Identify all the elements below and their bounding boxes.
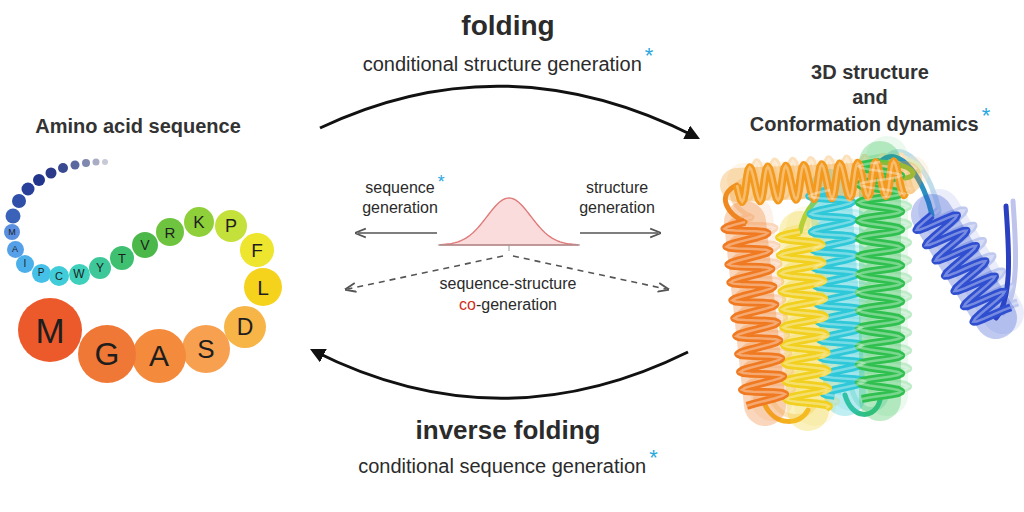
residue-bead: G: [78, 325, 136, 383]
text-label: structure generation: [579, 179, 655, 216]
residue-letter: F: [251, 241, 263, 260]
helix-highlight: [737, 161, 905, 201]
label-group: folding: [461, 8, 554, 43]
text-label: Amino acid sequence: [35, 115, 241, 137]
residue-bead: Y: [89, 257, 111, 279]
label-group: sequence generation: [354, 178, 446, 218]
residue-bead: P: [215, 210, 247, 242]
chain-bead: [102, 159, 108, 165]
folding-arrow: [320, 86, 696, 137]
chain-bead: [46, 168, 57, 179]
alpha-helix: [737, 161, 905, 201]
chain-bead: [12, 194, 26, 208]
label-group: 3D structure: [811, 60, 929, 85]
label-group: inverse folding: [416, 414, 601, 447]
label-group: sequence-structure: [437, 274, 580, 294]
chain-bead: [71, 161, 80, 170]
chain-tail: [6, 159, 109, 224]
text-label: conditional structure generation: [363, 53, 642, 75]
residue-bead: D: [224, 306, 266, 348]
footnote-asterisk: *: [649, 445, 658, 470]
text-label: co: [459, 296, 476, 313]
chain-bead: [58, 163, 68, 173]
residue-bead: M: [18, 298, 82, 362]
residue-bead: F: [240, 233, 274, 267]
chain-bead: [82, 159, 90, 167]
residue-letter: M: [35, 313, 64, 348]
chain-bead: [33, 174, 45, 186]
helix-highlight: [779, 232, 829, 408]
label-group: *: [438, 172, 445, 194]
residue-letter: P: [38, 268, 45, 278]
residue-letter: W: [73, 268, 84, 280]
residue-bead: P: [32, 264, 51, 283]
residue-bead: S: [182, 325, 230, 373]
residue-letter: A: [12, 245, 18, 254]
residue-letter: Y: [96, 262, 104, 274]
conformation-main: [725, 157, 1011, 422]
alpha-helix: [725, 222, 785, 406]
residue-letter: K: [193, 214, 204, 231]
residue-bead: A: [132, 329, 186, 383]
residue-letter: G: [95, 338, 120, 370]
residue-bead: L: [244, 268, 282, 306]
text-label: inverse folding: [416, 415, 601, 445]
residue-letter: C: [55, 271, 63, 282]
label-group: conditional sequence generation*: [358, 452, 658, 480]
residue-letter: S: [197, 336, 214, 362]
helix-highlight: [859, 162, 901, 399]
residue-bead: M: [4, 224, 20, 240]
helix-highlight: [725, 222, 785, 406]
label-group: conditional structure generation*: [363, 50, 654, 78]
footnote-asterisk: *: [645, 43, 654, 68]
residue-bead: V: [132, 232, 158, 258]
generation-arrow: [358, 232, 437, 234]
residue-bead: K: [184, 207, 214, 237]
protein-ribbon: [725, 152, 1018, 422]
residue-letter: D: [237, 316, 254, 339]
alpha-helix: [917, 215, 1011, 322]
text-label: 3D structure: [811, 61, 929, 83]
residue-bead: C: [49, 266, 69, 286]
helix-highlight: [809, 190, 865, 396]
label-group: co-generation: [456, 295, 560, 315]
residue-bead: T: [110, 246, 134, 270]
residue-letter: T: [118, 252, 126, 265]
label-group: structure generation: [571, 178, 663, 218]
gaussian-tick: [509, 245, 510, 251]
residue-letter: M: [8, 228, 16, 237]
footnote-asterisk: *: [438, 172, 445, 192]
label-group: Conformation dynamics*: [750, 110, 990, 138]
gaussian-curve: [440, 198, 578, 245]
text-label: folding: [461, 10, 554, 41]
chain-bead: [22, 183, 35, 196]
chain-bead: [6, 209, 21, 224]
generation-arrow: [580, 232, 658, 234]
label-group: Amino acid sequence: [35, 114, 241, 139]
inverse-folding-arrow: [314, 351, 688, 398]
residue-letter: A: [149, 341, 169, 371]
text-label: sequence generation: [362, 179, 438, 216]
chain-bead: [93, 159, 100, 166]
residue-letter: P: [225, 217, 237, 235]
residue-letter: V: [140, 238, 149, 252]
label-group: and: [852, 85, 888, 110]
helix-highlight: [917, 215, 1011, 322]
residue-letter: I: [24, 259, 27, 269]
text-label: conditional sequence generation: [358, 455, 646, 477]
text-label: -generation: [476, 296, 557, 313]
text-label: and: [852, 86, 888, 108]
text-label: Conformation dynamics: [750, 113, 979, 135]
residue-letter: L: [257, 277, 269, 298]
residue-letter: R: [165, 225, 176, 240]
residue-bead: R: [156, 218, 184, 246]
footnote-asterisk: *: [982, 103, 991, 128]
residue-bead: W: [69, 264, 90, 285]
text-label: sequence-structure: [440, 275, 577, 292]
